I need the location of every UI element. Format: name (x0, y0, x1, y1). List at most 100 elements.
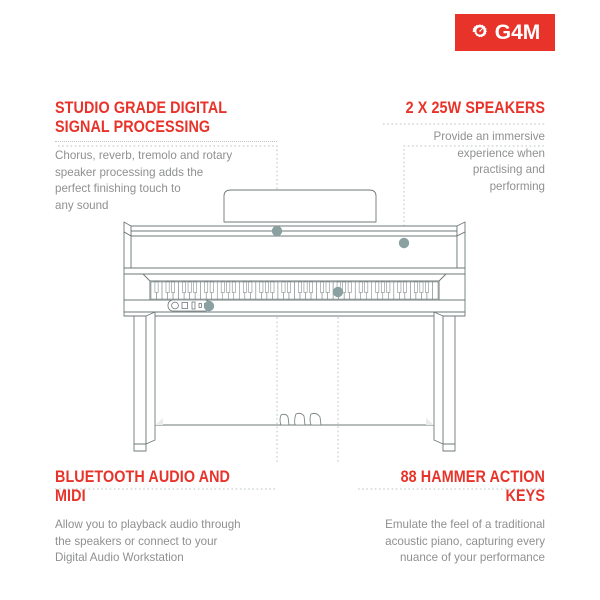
white-key (228, 281, 235, 300)
callout-bluetooth: BLUETOOTH AUDIO AND MIDI Allow you to pl… (55, 468, 277, 567)
keyboard-white-keys (150, 281, 439, 300)
cabinet-left-side (123, 231, 132, 273)
right-leg-panel-side (433, 311, 444, 445)
white-key (421, 281, 428, 300)
white-key (382, 281, 389, 300)
right-cheek-block (438, 273, 466, 301)
black-key (204, 281, 209, 293)
white-key (250, 281, 257, 300)
callout-heading-speakers: 2 X 25W SPEAKERS (405, 99, 545, 117)
black-key (347, 281, 352, 293)
black-key (303, 281, 308, 293)
black-key (281, 281, 286, 293)
lid-front-strip (130, 230, 458, 237)
white-key (310, 281, 317, 300)
callout-body-speakers: Provide an immersive experience when pra… (433, 130, 545, 193)
black-key (358, 281, 363, 293)
white-key (354, 281, 361, 300)
black-key (386, 281, 391, 293)
callout-heading-keys: 88 HAMMER ACTION KEYS (400, 468, 545, 505)
white-key (338, 281, 345, 300)
lid-left-return (123, 221, 132, 237)
sostenuto-pedal (294, 412, 306, 426)
key-slip-shadow (123, 311, 466, 317)
black-key (342, 281, 347, 293)
logo-text: G4M (494, 21, 541, 44)
white-key (426, 281, 433, 300)
callout-heading-dsp: STUDIO GRADE DIGITAL SIGNAL PROCESSING (55, 99, 228, 136)
black-key (414, 281, 418, 293)
sustain-pedal (309, 413, 322, 426)
keyboard-bed (149, 280, 440, 301)
white-key (222, 281, 229, 300)
keyboard-black-keys (154, 281, 429, 293)
white-key (261, 281, 268, 300)
cabinet-right-side (456, 231, 466, 273)
white-key (377, 281, 384, 300)
white-key (244, 281, 251, 300)
black-key (165, 281, 170, 293)
left-cheek-block (123, 273, 151, 301)
black-key (171, 281, 175, 293)
black-key (397, 281, 402, 293)
black-key (403, 281, 407, 293)
g4m-logo[interactable]: G4M (455, 14, 555, 51)
connection-hotspot (203, 300, 215, 312)
left-foot (133, 443, 147, 452)
port-midi-in (191, 301, 196, 310)
leader-line-bluetooth (196, 305, 278, 463)
connection-panel (167, 299, 211, 312)
white-key (294, 281, 301, 300)
callout-body-bluetooth: Allow you to playback audio through the … (55, 518, 241, 564)
white-key (305, 281, 312, 300)
white-key (349, 281, 356, 300)
port-aux (204, 303, 208, 308)
white-key (266, 281, 273, 300)
white-key (360, 281, 367, 300)
black-key (419, 281, 424, 293)
lid-right-return (456, 221, 466, 237)
white-key (150, 281, 157, 300)
white-key (399, 281, 406, 300)
white-key (172, 281, 179, 300)
right-foot (442, 443, 456, 452)
white-key (283, 281, 290, 300)
black-key (231, 281, 236, 293)
white-key (393, 281, 400, 300)
black-key (320, 281, 324, 293)
connection-panel-plate (167, 299, 211, 312)
white-key (415, 281, 422, 300)
white-key (161, 281, 168, 300)
callout-speakers: 2 X 25W SPEAKERS Provide an immersive ex… (383, 99, 545, 195)
port-usb (181, 302, 188, 309)
white-key (327, 281, 334, 300)
white-key (432, 281, 439, 300)
black-key (182, 281, 186, 293)
right-corner-bracket (426, 418, 434, 425)
lid-top-edge (130, 225, 458, 232)
white-key (189, 281, 196, 300)
white-key (316, 281, 323, 300)
black-key (270, 281, 275, 293)
callout-studio-grade-dsp: STUDIO GRADE DIGITAL SIGNAL PROCESSING C… (55, 99, 277, 214)
black-key (380, 281, 385, 293)
white-key (272, 281, 279, 300)
fallboard-lip (123, 267, 466, 275)
black-key (309, 281, 313, 293)
white-key (211, 281, 218, 300)
white-key (167, 281, 174, 300)
black-key (364, 281, 369, 293)
black-key (220, 281, 225, 293)
white-key (194, 281, 201, 300)
headphone-jack-icon (171, 301, 179, 310)
right-leg-panel (442, 315, 456, 445)
leg-assembly (133, 311, 456, 452)
callout-hammer-keys: 88 HAMMER ACTION KEYS Emulate the feel o… (358, 468, 545, 567)
black-key (336, 281, 341, 293)
black-key (298, 281, 302, 293)
white-key (216, 281, 223, 300)
port-midi-out (198, 303, 202, 308)
white-key (343, 281, 350, 300)
black-key (287, 281, 291, 293)
